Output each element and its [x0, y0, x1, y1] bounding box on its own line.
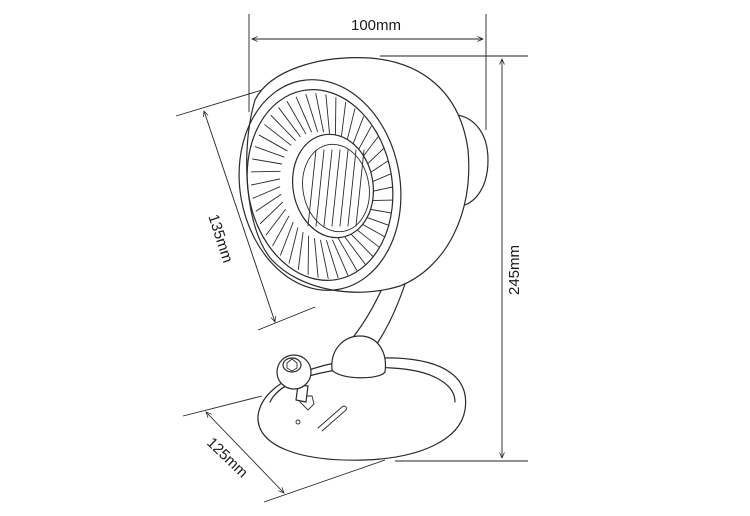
grille-blade [252, 158, 283, 165]
hub-rib [347, 149, 357, 227]
fan-blades [250, 93, 394, 279]
hub-rib [339, 149, 349, 227]
control-knob [276, 354, 312, 403]
grille-blade [288, 227, 299, 264]
grille-blade [254, 146, 285, 158]
hub-rib [323, 149, 333, 227]
grille-blade [251, 178, 281, 186]
grille-blade [272, 215, 290, 247]
grille-blade [270, 115, 296, 141]
grille-blade [320, 239, 329, 279]
grille-blade [325, 94, 330, 134]
grille-blade [337, 237, 358, 271]
depth-label: 125mm [203, 434, 251, 481]
grille-blade [334, 97, 337, 137]
grille-blade [343, 234, 366, 265]
base-indicator-dot [295, 419, 301, 425]
hub-rib [315, 149, 325, 227]
hub-rib [355, 149, 365, 227]
front-grille-rim [238, 79, 402, 291]
depth-dim-line [206, 412, 284, 493]
depth-ext-right [263, 459, 386, 503]
front-grille-inner-rim [246, 89, 394, 281]
grille-blade [258, 134, 288, 152]
grille-blade [255, 194, 282, 212]
face-dim-line [204, 111, 275, 322]
face-label: 135mm [204, 212, 236, 265]
hub-ribs [307, 149, 365, 227]
grille-blade [314, 238, 319, 278]
face-ext-bottom [257, 306, 316, 331]
grille-blade [250, 170, 281, 173]
grille-blade [295, 96, 312, 133]
grille-blade [286, 101, 307, 135]
grille-blade [278, 107, 301, 138]
depth-ext-left [182, 395, 263, 417]
face-ext-top [175, 89, 263, 117]
grille-blade [348, 231, 374, 257]
hub-rib [331, 149, 341, 227]
width-dimension: 100mm [248, 14, 487, 130]
height-label: 245mm [506, 245, 523, 295]
neck-dome [331, 335, 387, 379]
height-dimension: 245mm [380, 55, 528, 462]
knob-button [282, 357, 302, 373]
fan-hub-outer [291, 133, 375, 239]
base-slider-slot [317, 405, 347, 432]
grille-blade [264, 124, 292, 146]
grille-blade [305, 93, 318, 132]
fan-head [238, 57, 470, 293]
grille-blade [315, 93, 324, 133]
grille-blade [326, 240, 339, 279]
fan-hub-inner [302, 143, 370, 233]
power-icon [286, 358, 298, 372]
grille-blade [265, 208, 286, 236]
hub-rib [307, 149, 317, 227]
grille-blade [307, 235, 310, 275]
grille-blade [345, 108, 356, 145]
width-label: 100mm [351, 17, 401, 34]
base-body [257, 357, 467, 461]
grille-blade [297, 231, 304, 271]
grille-blade [252, 186, 281, 199]
grille-blade [280, 221, 294, 256]
grille-blade [340, 101, 347, 141]
grille-blade [332, 239, 349, 276]
grille-blade [259, 201, 284, 224]
